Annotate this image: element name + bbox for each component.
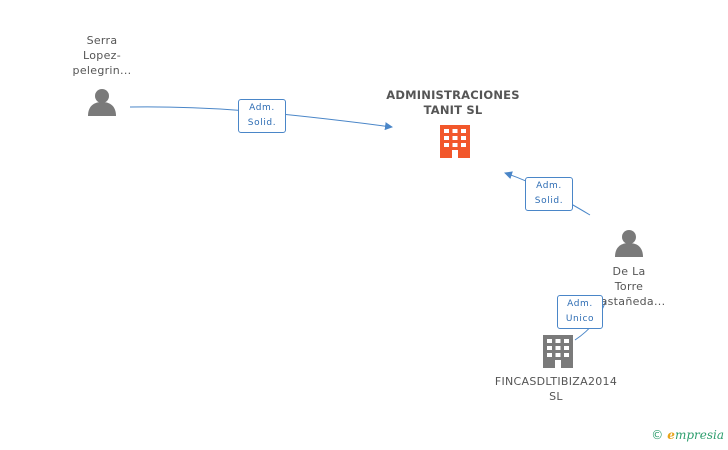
brand-logo: ©empresia — [651, 428, 724, 442]
person-label-serra[interactable]: Serra Lopez- pelegrin... — [72, 34, 132, 77]
building-icon[interactable] — [440, 125, 470, 158]
copyright-icon: © — [651, 428, 664, 442]
person-icon[interactable] — [615, 230, 643, 257]
company-title-main[interactable]: ADMINISTRACIONES TANIT SL — [386, 88, 520, 117]
building-icon[interactable] — [543, 335, 573, 368]
edge-label-adm-solid: Adm. Solid. — [525, 177, 573, 211]
edge-label-adm-unico: Adm. Unico — [557, 295, 603, 329]
company-label-fincas[interactable]: FINCASDLTIBIZA2014 SL — [494, 375, 618, 403]
person-label-delatorre[interactable]: De La Torre Castañeda... — [592, 265, 666, 308]
person-icon[interactable] — [88, 89, 116, 116]
edge-label-adm-solid: Adm. Solid. — [238, 99, 286, 133]
edge-line-serra-to-admin — [129, 106, 393, 131]
